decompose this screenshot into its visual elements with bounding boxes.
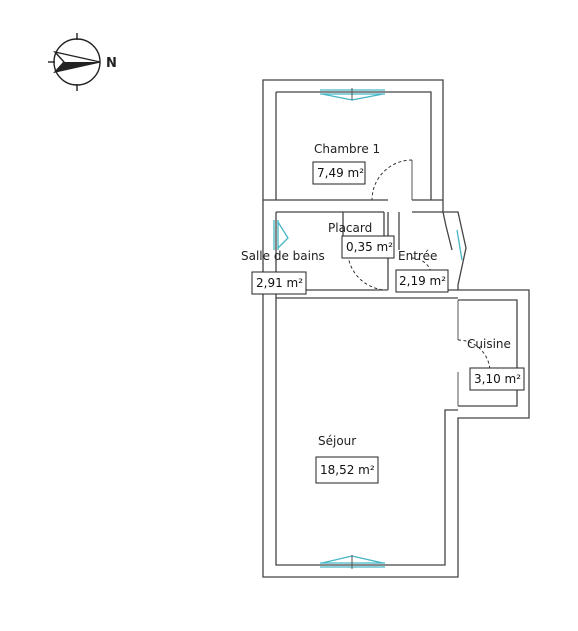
room-name: Entrée [398, 249, 437, 263]
room-placard: Placard 0,35 m² [328, 221, 395, 259]
room-entree: Entrée 2,19 m² [395, 249, 449, 293]
window-salle-de-bains [273, 220, 289, 250]
room-name: Chambre 1 [314, 142, 380, 156]
room-chambre: Chambre 1 7,49 m² [312, 142, 380, 185]
room-area: 2,19 m² [399, 274, 446, 288]
door-chambre [371, 159, 413, 201]
room-area: 18,52 m² [320, 463, 375, 477]
compass-north-letter: N [106, 56, 117, 71]
door-salle-de-bains [347, 255, 389, 291]
window-top [320, 88, 385, 101]
room-area: 7,49 m² [317, 166, 364, 180]
room-cuisine: Cuisine 3,10 m² [467, 337, 525, 391]
room-name: Cuisine [467, 337, 511, 351]
door-cuisine [457, 339, 491, 373]
room-sejour: Séjour 18,52 m² [315, 434, 379, 484]
room-salle-de-bains: Salle de bains 2,91 m² [241, 249, 325, 295]
room-area: 3,10 m² [474, 372, 521, 386]
room-area: 0,35 m² [346, 240, 393, 254]
room-area: 2,91 m² [256, 276, 303, 290]
exterior-walls [262, 79, 530, 578]
compass-rose-icon: N [48, 33, 117, 91]
window-bottom [320, 555, 385, 569]
room-name: Placard [328, 221, 372, 235]
window-entree [456, 229, 463, 261]
room-name: Séjour [318, 434, 356, 448]
room-name: Salle de bains [241, 249, 325, 263]
